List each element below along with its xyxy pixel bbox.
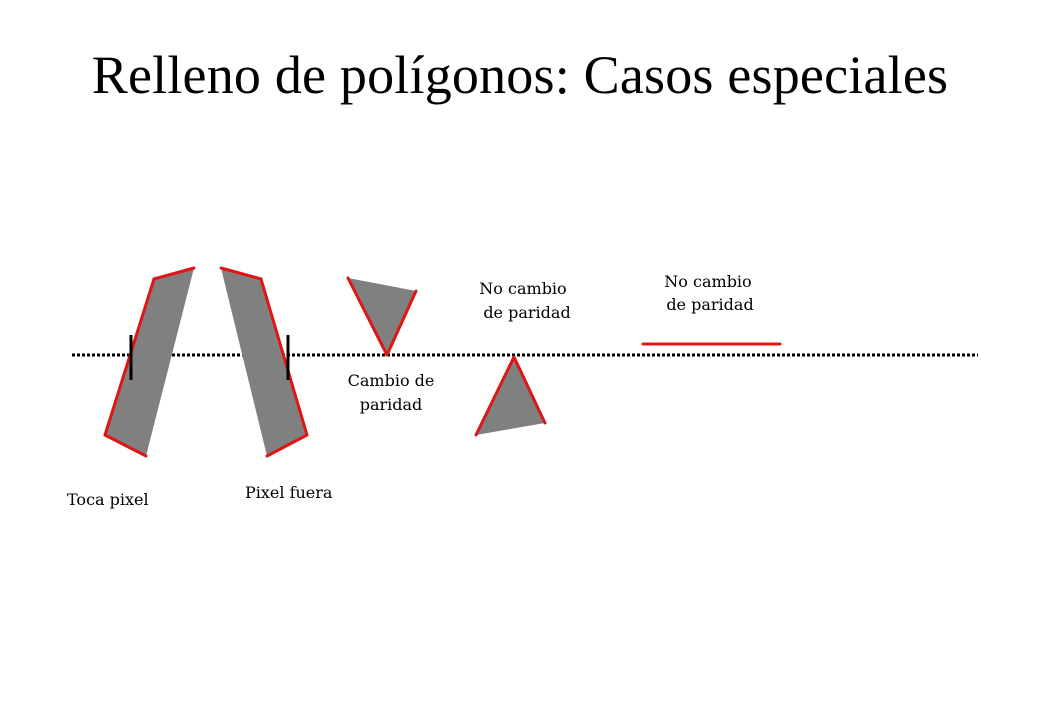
- shape-no-cambio-triangle-edge: [474, 355, 516, 437]
- shape-no-cambio-triangle-edge: [512, 355, 547, 425]
- shape-pixel-fuera-edge: [259, 277, 309, 437]
- shape-toca-pixel-edge: [152, 266, 196, 281]
- shape-pixel-fuera: [219, 266, 309, 458]
- shape-no-cambio-triangle: [474, 355, 547, 437]
- shape-cambio-paridad-edge: [385, 289, 418, 357]
- shape-no-cambio-triangle-fill: [476, 357, 545, 435]
- shape-pixel-fuera-edge: [219, 266, 263, 281]
- label-no-cambio-2-line1: No cambio: [664, 272, 751, 291]
- shape-cambio-paridad: [346, 276, 418, 357]
- label-no-cambio-1-line2: de paridad: [483, 303, 570, 322]
- slide-title: Relleno de polígonos: Casos especiales: [91, 45, 949, 105]
- label-no-cambio-1-line1: No cambio: [479, 279, 566, 298]
- shape-toca-pixel: [103, 266, 196, 458]
- label-toca-pixel: Toca pixel: [67, 490, 149, 509]
- label-pixel-fuera: Pixel fuera: [245, 483, 333, 502]
- shape-toca-pixel-fill: [105, 268, 194, 456]
- label-cambio-paridad-line2: paridad: [360, 395, 423, 414]
- shape-pixel-fuera-fill: [221, 268, 307, 456]
- label-no-cambio-2-line2: de paridad: [666, 295, 753, 314]
- shape-cambio-paridad-edge: [346, 276, 389, 357]
- shape-cambio-paridad-fill: [348, 278, 416, 355]
- shape-pixel-fuera-edge: [265, 433, 309, 458]
- label-cambio-paridad-line1: Cambio de: [348, 371, 435, 390]
- shape-toca-pixel-edge: [103, 433, 148, 458]
